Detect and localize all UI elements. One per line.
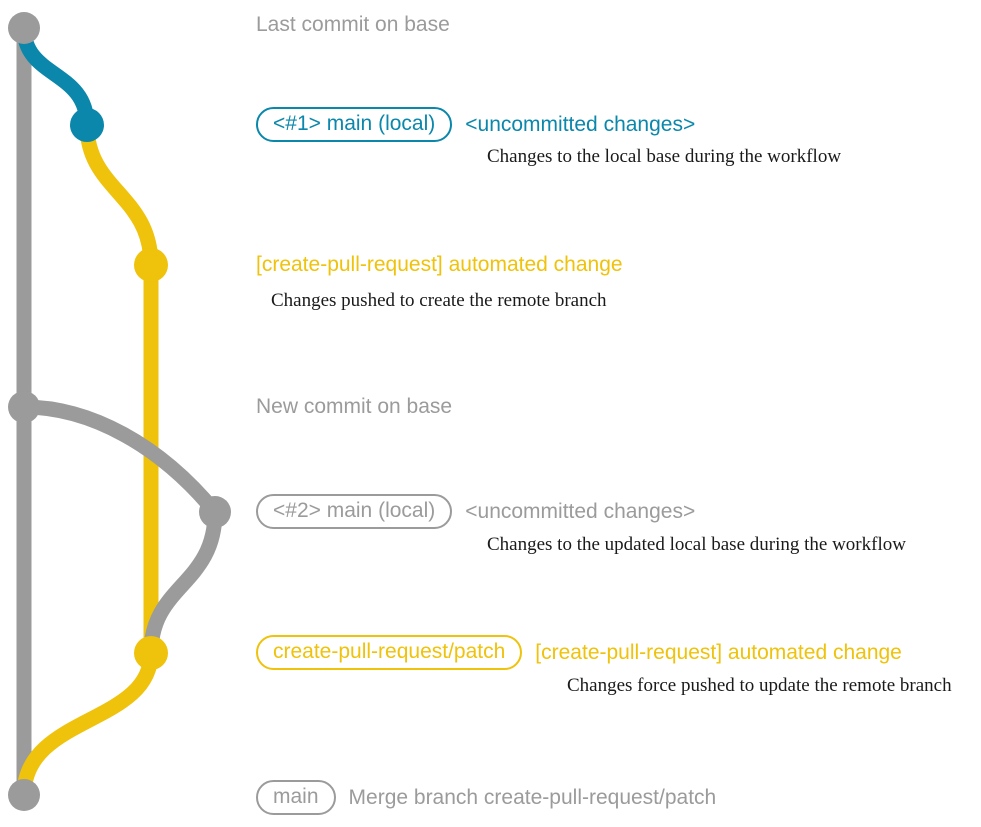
row-remote-create: [create-pull-request] automated change bbox=[256, 254, 623, 275]
commit-description-remote-1: Changes pushed to create the remote bran… bbox=[271, 290, 607, 311]
edge-base-to-local2 bbox=[16, 399, 223, 520]
commit-message-remote-2: [create-pull-request] automated change bbox=[535, 641, 902, 664]
row-local-1: <#1> main (local) <uncommitted changes> bbox=[256, 107, 695, 142]
commit-message-remote-1: [create-pull-request] automated change bbox=[256, 253, 623, 276]
row-local-2: <#2> main (local) <uncommitted changes> bbox=[256, 494, 695, 529]
edge-local1-to-remote1 bbox=[79, 117, 159, 273]
edge-remote2-to-merge bbox=[16, 645, 159, 803]
commit-description-local-1: Changes to the local base during the wor… bbox=[487, 146, 842, 167]
row-new-commit-on-base: New commit on base bbox=[256, 396, 452, 417]
commit-node-merge[interactable] bbox=[8, 779, 40, 811]
commit-node-base-new[interactable] bbox=[8, 391, 40, 423]
commit-message-local-1: <uncommitted changes> bbox=[465, 113, 696, 136]
edge-base-to-local1 bbox=[16, 20, 95, 133]
row-remote-update: create-pull-request/patch [create-pull-r… bbox=[256, 635, 902, 670]
commit-node-remote-2[interactable] bbox=[134, 636, 168, 670]
commit-message-local-2: <uncommitted changes> bbox=[465, 500, 696, 523]
commit-node-local-2[interactable] bbox=[199, 496, 231, 528]
commit-node-base-last[interactable] bbox=[8, 12, 40, 44]
row-merge: main Merge branch create-pull-request/pa… bbox=[256, 780, 716, 815]
commit-description-remote-2: Changes force pushed to update the remot… bbox=[567, 675, 952, 696]
commit-message-base-last: Last commit on base bbox=[256, 13, 450, 36]
commit-node-remote-1[interactable] bbox=[134, 248, 168, 282]
branch-label-main[interactable]: main bbox=[256, 780, 336, 815]
edge-local2-to-remote2 bbox=[143, 504, 223, 661]
branch-label-remote-patch[interactable]: create-pull-request/patch bbox=[256, 635, 523, 670]
commit-message-merge: Merge branch create-pull-request/patch bbox=[348, 786, 717, 809]
commit-description-local-2: Changes to the updated local base during… bbox=[487, 534, 906, 555]
commit-node-local-1[interactable] bbox=[70, 108, 104, 142]
branch-label-local-1[interactable]: <#1> main (local) bbox=[256, 107, 453, 142]
commit-message-base-new: New commit on base bbox=[256, 395, 453, 418]
branch-label-local-2[interactable]: <#2> main (local) bbox=[256, 494, 453, 529]
row-last-commit-on-base: Last commit on base bbox=[256, 14, 450, 35]
